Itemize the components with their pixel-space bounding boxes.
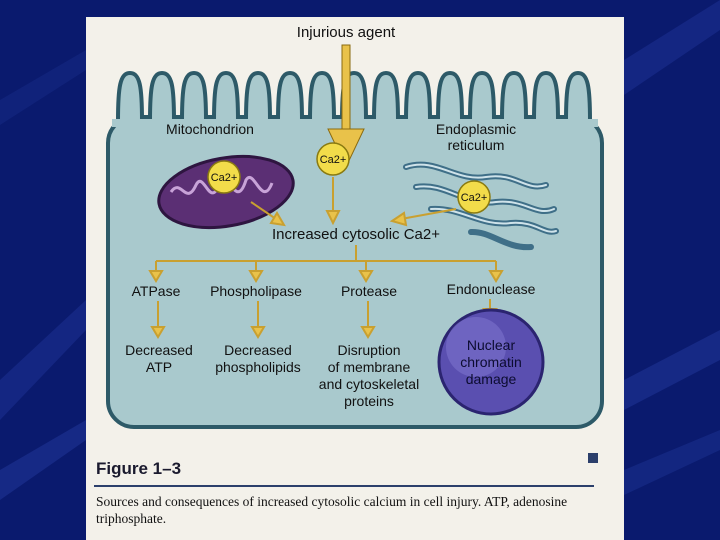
effect-phospholipids-1: Decreased xyxy=(224,342,292,358)
injurious-agent-label: Injurious agent xyxy=(296,24,396,41)
effect-nuclear-2: chromatin xyxy=(460,354,522,370)
effect-nuclear-1: Nuclear xyxy=(466,337,516,353)
ca-circle-er xyxy=(457,180,491,214)
figure-rule xyxy=(94,485,594,487)
figure-marker xyxy=(588,453,598,463)
ca-label-center: Ca2+ xyxy=(319,154,347,166)
effect-membrane-3: and cytoskeletal xyxy=(318,376,420,392)
caption-area: Figure 1–3 Sources and consequences of i… xyxy=(86,447,624,540)
microvilli xyxy=(116,70,592,122)
enzyme-protease: Protease xyxy=(340,283,398,299)
effect-membrane-4: proteins xyxy=(344,393,394,409)
ca-label-er: Ca2+ xyxy=(460,192,488,204)
agent-arrow xyxy=(327,44,365,169)
enzyme-endonuclease: Endonuclease xyxy=(446,281,536,297)
figure-label: Figure 1–3 xyxy=(96,459,182,478)
effect-nuclear-3: damage xyxy=(465,371,517,387)
ca-circle-mito xyxy=(207,160,241,194)
ca-circle-center xyxy=(316,142,350,176)
effect-atp-1: Decreased xyxy=(125,342,193,358)
enzyme-atpase: ATPase xyxy=(131,283,181,299)
ca-label-mito: Ca2+ xyxy=(210,172,238,184)
effect-atp-2: ATP xyxy=(145,359,173,375)
enzyme-phospholipase: Phospholipase xyxy=(210,283,302,299)
figure-card: Injurious agent Mitochondrion Endoplasmi… xyxy=(86,17,624,540)
mitochondrion-label: Mitochondrion xyxy=(166,121,254,137)
er-label-line2: reticulum xyxy=(447,137,505,153)
increased-ca-label: Increased cytosolic Ca2+ xyxy=(271,226,440,243)
cell-diagram xyxy=(106,44,604,429)
convergence-arrows xyxy=(250,177,457,227)
effect-membrane-2: of membrane xyxy=(327,359,411,375)
er-label-line1: Endoplasmic xyxy=(435,121,517,137)
effect-phospholipids-2: phospholipids xyxy=(215,359,301,375)
figure-caption: Sources and consequences of increased cy… xyxy=(96,494,568,526)
effect-membrane-1: Disruption xyxy=(337,342,401,358)
